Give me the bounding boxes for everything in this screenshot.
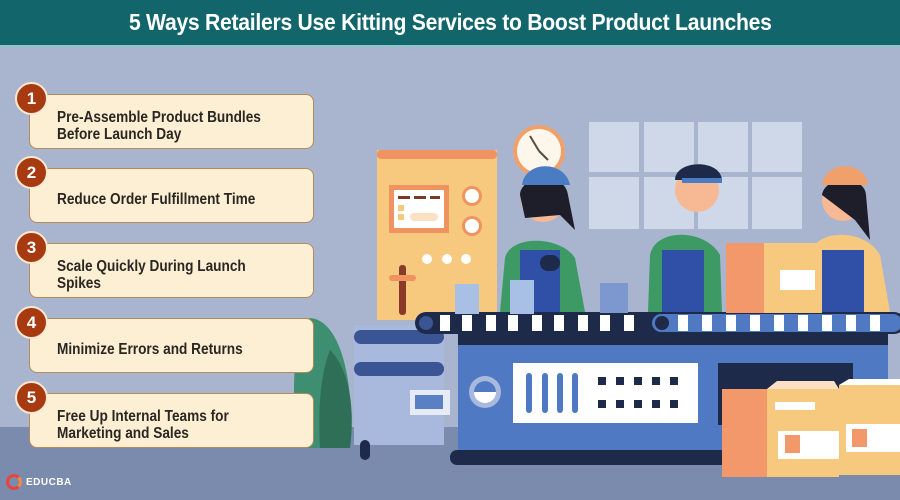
header-banner: 5 Ways Retailers Use Kitting Services to… <box>0 0 900 47</box>
clock-icon <box>513 125 565 177</box>
step-number-badge: 2 <box>15 156 48 189</box>
worker-2-icon <box>648 164 722 312</box>
step-card-4: Minimize Errors and Returns <box>29 318 314 373</box>
step-number-badge: 3 <box>15 231 48 264</box>
step-card-5: Free Up Internal Teams for Marketing and… <box>29 393 314 448</box>
educba-logo: EDUCBA <box>6 474 72 490</box>
side-machine-icon <box>354 325 450 460</box>
step-label: Reduce Order Fulfillment Time <box>57 191 256 208</box>
package-box-icon <box>726 243 822 313</box>
step-card-2: Reduce Order Fulfillment Time <box>29 168 314 223</box>
package-boxes-icon <box>722 379 900 477</box>
brand-name: EDUCBA <box>26 476 72 488</box>
step-label: Pre-Assemble Product Bundles Before Laun… <box>57 108 261 143</box>
step-label: Free Up Internal Teams for Marketing and… <box>57 407 229 442</box>
step-label: Scale Quickly During Launch Spikes <box>57 257 246 292</box>
factory-illustration <box>294 122 900 477</box>
worker-3-icon <box>808 166 890 312</box>
step-number-badge: 1 <box>15 82 48 115</box>
step-number-badge: 5 <box>15 381 48 414</box>
control-panel-icon <box>377 150 497 320</box>
step-card-1: Pre-Assemble Product Bundles Before Laun… <box>29 94 314 149</box>
page-title: 5 Ways Retailers Use Kitting Services to… <box>128 9 772 35</box>
step-label: Minimize Errors and Returns <box>57 341 243 358</box>
window-icon <box>589 122 802 229</box>
step-card-3: Scale Quickly During Launch Spikes <box>29 243 314 298</box>
conveyor-belt-icon <box>415 312 900 334</box>
bottle-icon <box>455 280 628 314</box>
educba-logo-icon <box>6 474 22 490</box>
step-number-badge: 4 <box>15 306 48 339</box>
